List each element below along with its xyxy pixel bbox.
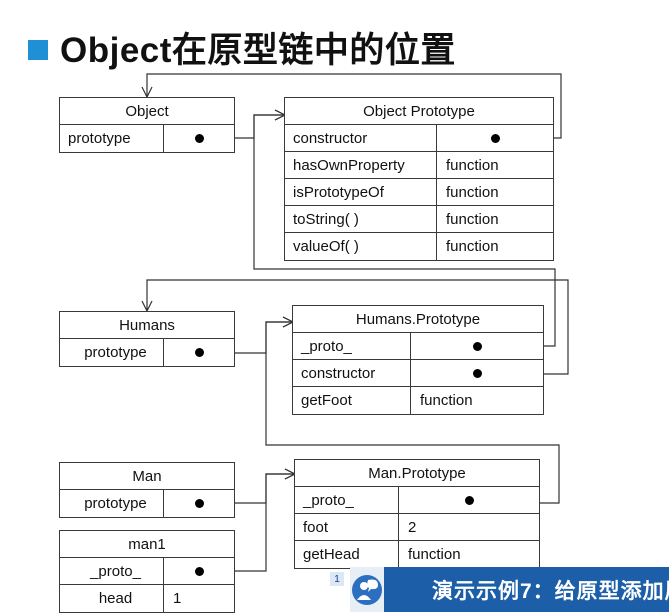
row-key: _proto_: [293, 333, 411, 359]
object-table: Object prototype: [59, 97, 235, 153]
slide-title: Object在原型链中的位置: [28, 28, 456, 72]
row-key: head: [60, 585, 164, 612]
banner-text: 演示示例7：给原型添加属性: [432, 579, 669, 603]
row-value: function: [446, 210, 499, 228]
man-prototype-table: Man.Prototype _proto_ foot 2 getHead fun…: [294, 459, 540, 569]
slide-number: 1: [330, 572, 344, 586]
row-value: function: [446, 156, 499, 174]
pointer-dot-icon: [194, 566, 204, 576]
row-key: isPrototypeOf: [285, 179, 437, 205]
table-row: constructor: [293, 360, 543, 387]
table-row: hasOwnProperty function: [285, 152, 553, 179]
humans-table-header: Humans: [60, 312, 234, 339]
row-key: valueOf( ): [285, 233, 437, 260]
row-value: function: [420, 392, 473, 409]
row-key: getFoot: [293, 387, 411, 414]
humans-table: Humans prototype: [59, 311, 235, 367]
row-key: prototype: [60, 125, 164, 152]
pointer-dot-icon: [194, 348, 204, 357]
pointer-dot-icon: [194, 134, 204, 143]
row-value: function: [446, 183, 499, 201]
presenter-icon: [350, 567, 384, 612]
man-table: Man prototype: [59, 462, 235, 518]
man1-table: man1 _proto_ head 1: [59, 530, 235, 613]
row-value: 2: [408, 518, 417, 536]
table-row: _proto_: [293, 333, 543, 360]
pointer-dot: [411, 333, 543, 359]
demo-banner[interactable]: 演示示例7：给原型添加属性: [350, 567, 669, 612]
row-key: _proto_: [60, 558, 164, 584]
pointer-dot: [164, 490, 234, 517]
table-row: prototype: [60, 125, 234, 152]
object-table-header: Object: [60, 98, 234, 125]
man-table-header: Man: [60, 463, 234, 490]
pointer-dot-icon: [490, 133, 500, 143]
pointer-dot: [164, 125, 234, 152]
table-row: valueOf( ) function: [285, 233, 553, 260]
man-prototype-table-header: Man.Prototype: [295, 460, 539, 487]
pointer-dot: [437, 125, 553, 151]
row-value: function: [408, 546, 461, 563]
row-key: prototype: [60, 339, 164, 366]
table-row: isPrototypeOf function: [285, 179, 553, 206]
pointer-dot: [164, 339, 234, 366]
row-key: constructor: [293, 360, 411, 386]
table-row: prototype: [60, 339, 234, 366]
row-key: hasOwnProperty: [285, 152, 437, 178]
pointer-dot-icon: [194, 499, 204, 508]
table-row: getHead function: [295, 541, 539, 568]
pointer-dot: [411, 360, 543, 386]
humans-prototype-table-header: Humans.Prototype: [293, 306, 543, 333]
table-row: getFoot function: [293, 387, 543, 414]
pointer-dot-icon: [472, 341, 482, 351]
row-key: getHead: [295, 541, 399, 568]
title-text: Object在原型链中的位置: [60, 30, 456, 70]
table-row: _proto_: [295, 487, 539, 514]
man1-table-header: man1: [60, 531, 234, 558]
pointer-dot-icon: [472, 368, 482, 378]
row-key: toString( ): [285, 206, 437, 232]
table-row: foot 2: [295, 514, 539, 541]
humans-prototype-table: Humans.Prototype _proto_ constructor get…: [292, 305, 544, 415]
row-key: foot: [295, 514, 399, 540]
row-key: constructor: [285, 125, 437, 151]
pointer-dot: [164, 558, 234, 584]
row-key: _proto_: [295, 487, 399, 513]
object-prototype-table-header: Object Prototype: [285, 98, 553, 125]
title-bullet-square: [28, 40, 48, 60]
table-row: prototype: [60, 490, 234, 517]
pointer-dot-icon: [464, 495, 474, 505]
row-value: function: [446, 238, 499, 255]
table-row: _proto_: [60, 558, 234, 585]
table-row: constructor: [285, 125, 553, 152]
table-row: toString( ) function: [285, 206, 553, 233]
object-prototype-table: Object Prototype constructor hasOwnPrope…: [284, 97, 554, 261]
row-key: prototype: [60, 490, 164, 517]
table-row: head 1: [60, 585, 234, 612]
row-value: 1: [173, 590, 182, 607]
pointer-dot: [399, 487, 539, 513]
